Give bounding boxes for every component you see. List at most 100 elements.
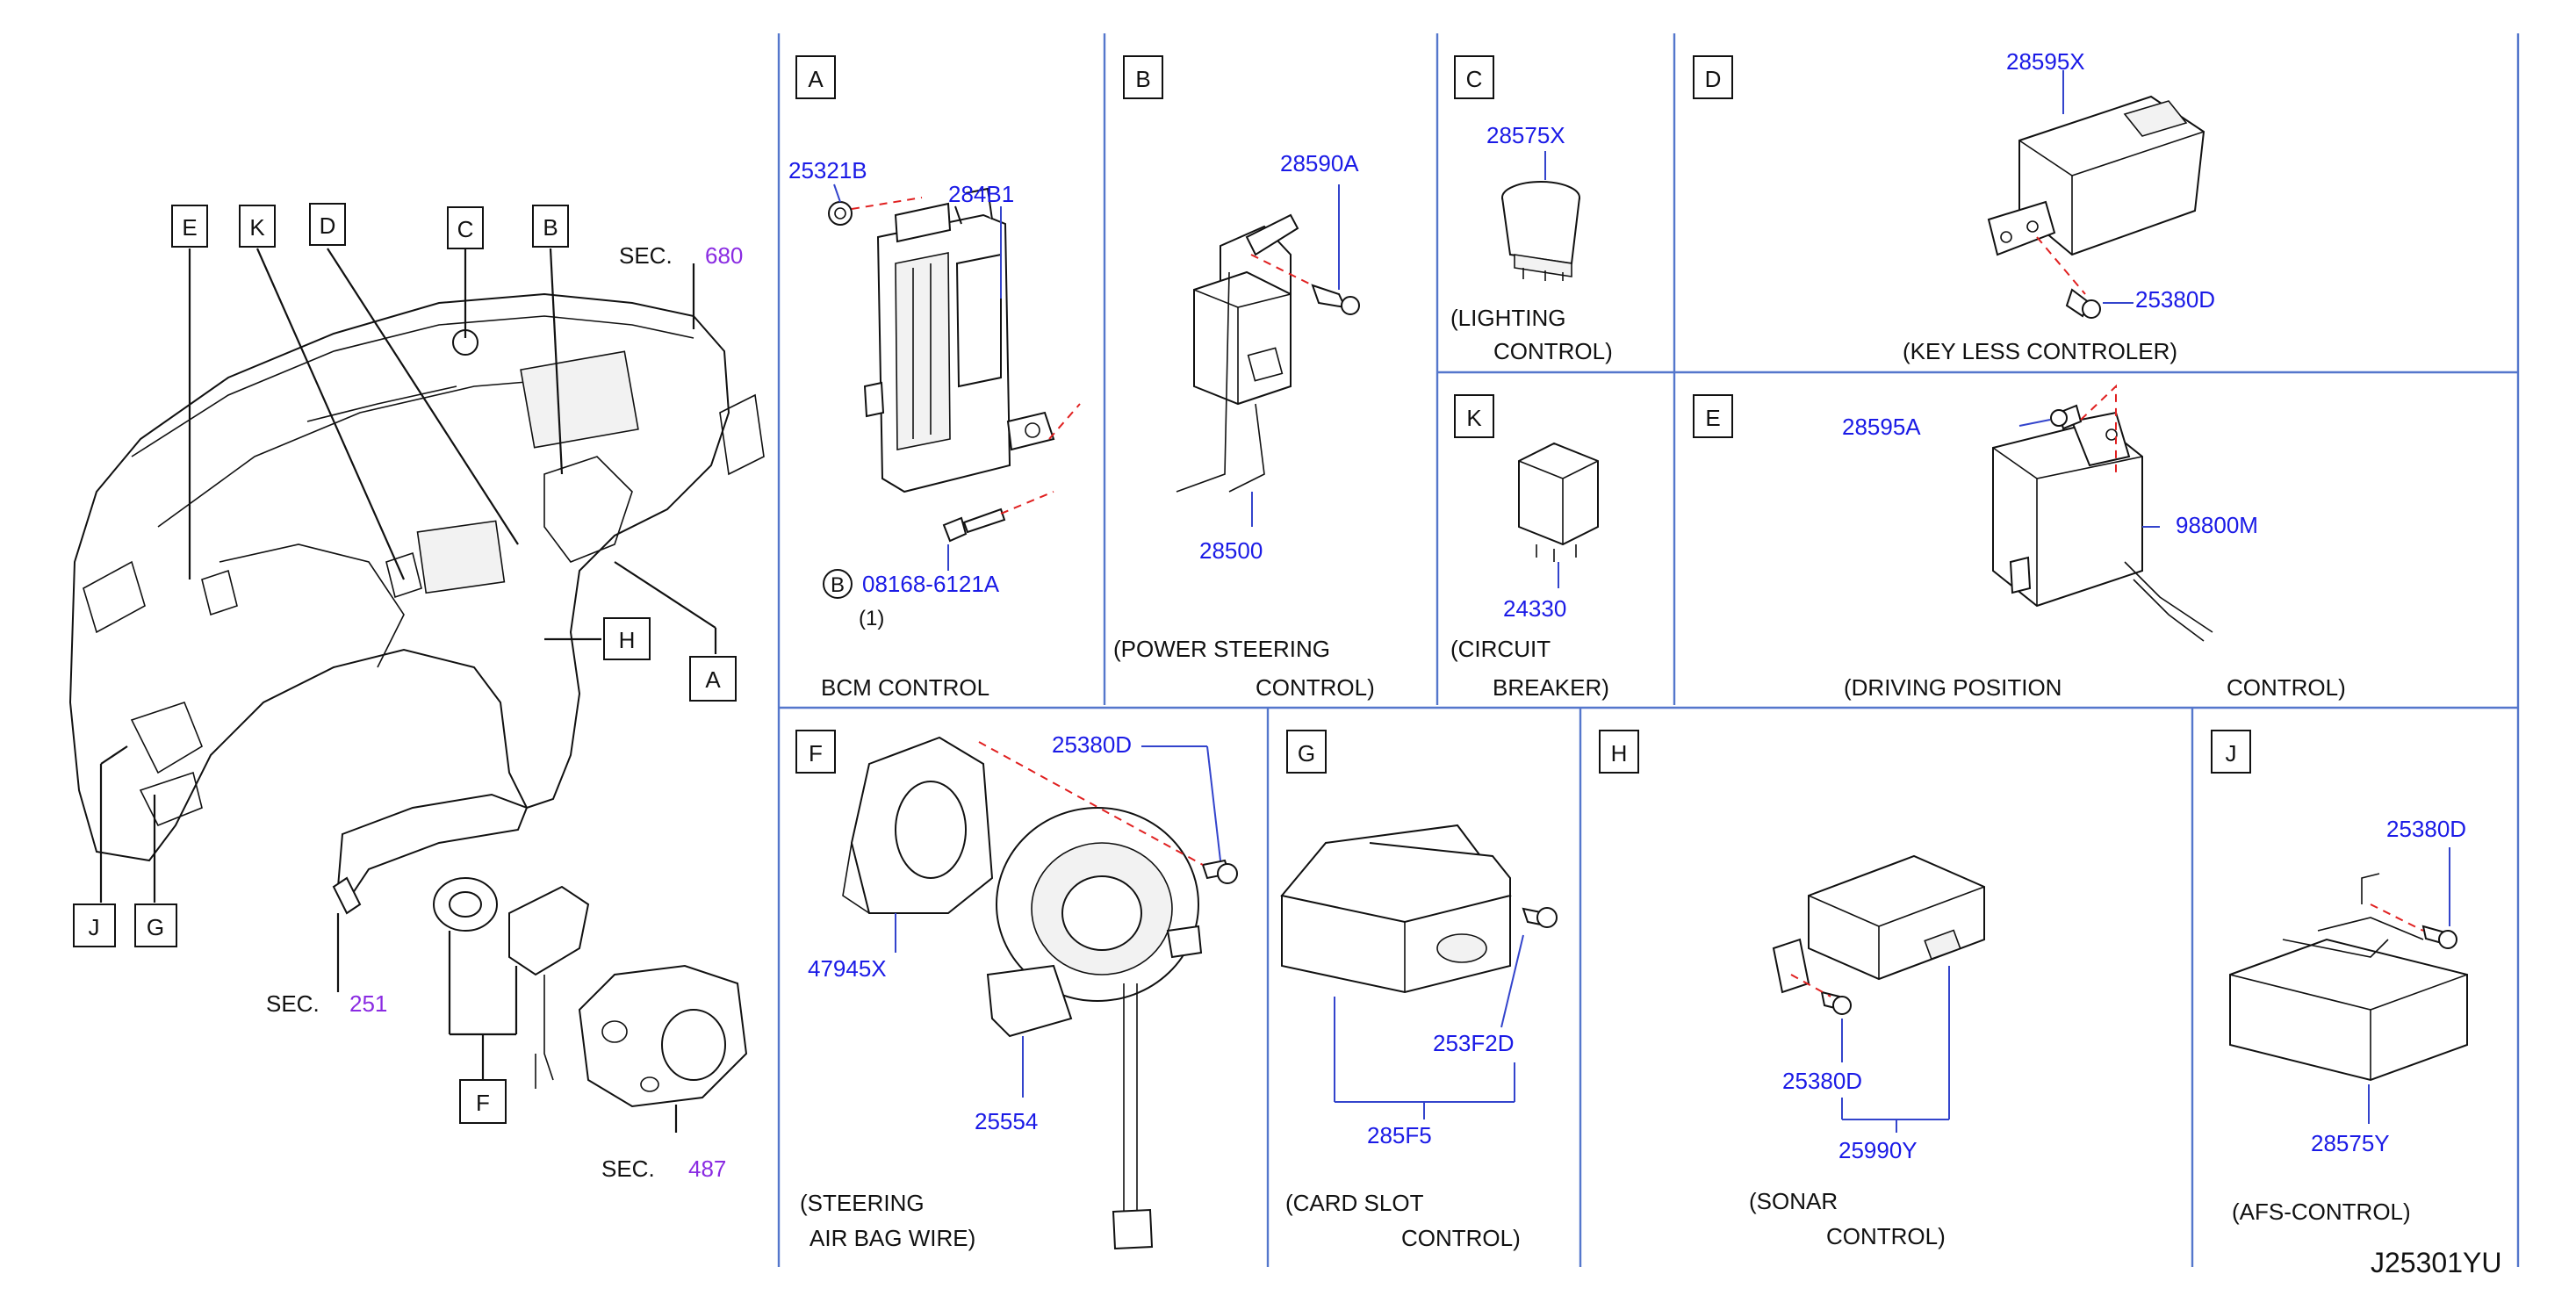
panel-letter-box-G	[1286, 730, 1327, 774]
bolt-callout-B: B	[831, 573, 845, 597]
callout-box-B	[532, 205, 569, 248]
panel-B: B 28590A 28500 (POWER STEERING CONTROL)	[1113, 55, 1375, 701]
panel-letter-H: H	[1611, 740, 1628, 767]
section-refs: SEC. 680 SEC. 251 SEC. 487	[266, 242, 743, 1182]
caption-C-line1: (LIGHTING	[1450, 305, 1565, 331]
callout-A: A	[705, 666, 721, 693]
part-25380D-F: 25380D	[1052, 731, 1132, 758]
part-25321B: 25321B	[788, 157, 867, 184]
caption-G-line1: (CARD SLOT	[1285, 1190, 1424, 1216]
panel-letter-B: B	[1135, 66, 1150, 92]
callout-K: K	[249, 214, 265, 241]
caption-K-line2: BREAKER)	[1493, 674, 1609, 701]
callout-box-K	[239, 205, 276, 248]
callout-box-D	[309, 203, 346, 246]
callout-box-G	[134, 903, 177, 947]
panel-grid	[777, 33, 2520, 1267]
part-qty: (1)	[859, 607, 884, 630]
panel-D: D 28595X 25380D (KEY LESS CONTROLER)	[1693, 48, 2215, 364]
panel-letter-box-C	[1454, 55, 1494, 99]
part-47945X: 47945X	[808, 955, 887, 982]
panel-letter-K: K	[1466, 405, 1482, 431]
callout-box-F	[459, 1079, 507, 1124]
panel-G: G 253F2D 285F5 (CARD SLOT CONTROL)	[1280, 730, 1558, 1251]
caption-H-line1: (SONAR	[1749, 1188, 1838, 1214]
callout-box-C	[447, 206, 484, 249]
part-28575Y: 28575Y	[2311, 1130, 2390, 1156]
panel-A: A 25321B 284B1 B 08168-6121A (1) BCM CON…	[788, 55, 1081, 701]
part-28500: 28500	[1199, 537, 1263, 564]
callout-box-J	[73, 903, 116, 947]
caption-E-line2: CONTROL)	[2227, 674, 2346, 701]
panel-letter-box-A	[795, 55, 836, 99]
panel-letter-box-J	[2211, 730, 2251, 774]
callout-C: C	[457, 216, 474, 242]
callout-box-A	[689, 656, 737, 702]
callout-box-E	[171, 205, 208, 248]
part-25554: 25554	[975, 1108, 1038, 1134]
panel-H: H 25380D 25990Y (SONAR CONTROL)	[1599, 730, 1985, 1249]
caption-C-line2: CONTROL)	[1493, 338, 1613, 364]
caption-J-line1: (AFS-CONTROL)	[2232, 1199, 2411, 1225]
panel-letter-D: D	[1705, 66, 1722, 92]
part-25380D-D: 25380D	[2135, 286, 2215, 313]
part-253F2D: 253F2D	[1433, 1030, 1515, 1056]
part-28595X: 28595X	[2006, 48, 2085, 75]
sec-number-680: 680	[705, 242, 743, 269]
sec-number-487: 487	[688, 1155, 726, 1182]
callout-E: E	[182, 214, 197, 241]
callout-F: F	[476, 1090, 490, 1116]
panel-F: F 25380D 47945X 25554 (STEERING AIR BAG …	[795, 730, 1238, 1251]
panel-C: C 28575X (LIGHTING CONTROL)	[1450, 55, 1613, 364]
panel-letter-E: E	[1705, 405, 1720, 431]
diagram-id: J25301YU	[2371, 1247, 2501, 1278]
part-25990Y: 25990Y	[1838, 1137, 1918, 1163]
caption-E-line1: (DRIVING POSITION	[1844, 674, 2062, 701]
bolt-callout-circle	[823, 569, 853, 599]
dashboard-overview	[68, 248, 765, 1133]
caption-B-line2: CONTROL)	[1256, 674, 1375, 701]
callout-B: B	[543, 214, 558, 241]
panel-letter-F: F	[809, 740, 823, 767]
sec-label-251: SEC.	[266, 990, 320, 1017]
caption-F-line2: AIR BAG WIRE)	[809, 1225, 975, 1251]
caption-G-line2: CONTROL)	[1401, 1225, 1521, 1251]
part-285F5: 285F5	[1367, 1122, 1432, 1148]
callout-box-H	[603, 617, 651, 660]
panel-letter-box-E	[1693, 394, 1733, 438]
caption-B-line1: (POWER STEERING	[1113, 636, 1330, 662]
part-25380D-J: 25380D	[2386, 816, 2466, 842]
panel-letter-J: J	[2226, 740, 2237, 767]
part-98800M: 98800M	[2176, 512, 2258, 538]
callout-D: D	[320, 212, 336, 239]
part-284B1: 284B1	[948, 181, 1014, 207]
part-25380D-H: 25380D	[1782, 1068, 1862, 1094]
caption-F-line1: (STEERING	[800, 1190, 925, 1216]
panel-J: J 25380D 28575Y (AFS-CONTROL)	[2211, 730, 2468, 1225]
panel-letter-C: C	[1466, 66, 1483, 92]
panel-letter-box-F	[795, 730, 836, 774]
caption-D-line1: (KEY LESS CONTROLER)	[1903, 338, 2177, 364]
panel-K: K 24330 (CIRCUIT BREAKER)	[1450, 394, 1609, 701]
sec-label-680: SEC.	[619, 242, 673, 269]
panel-letter-box-K	[1454, 394, 1494, 438]
panel-letter-A: A	[808, 66, 824, 92]
part-28575X: 28575X	[1486, 122, 1565, 148]
sec-number-251: 251	[349, 990, 387, 1017]
callout-J: J	[89, 914, 100, 940]
part-08168-6121A: 08168-6121A	[862, 571, 1000, 597]
callout-H: H	[619, 627, 636, 653]
caption-K-line1: (CIRCUIT	[1450, 636, 1551, 662]
panel-letter-box-B	[1123, 55, 1163, 99]
panel-letter-box-H	[1599, 730, 1639, 774]
overview-callouts: E K D C B H A J G F	[73, 203, 737, 1124]
callout-G: G	[147, 914, 164, 940]
caption-A-line1: BCM CONTROL	[821, 674, 989, 701]
part-28595A: 28595A	[1842, 414, 1921, 440]
sec-label-487: SEC.	[601, 1155, 655, 1182]
panel-letter-box-D	[1693, 55, 1733, 99]
panel-E: E 28595A 98800M (DRIVING POSITION CONTRO…	[1693, 384, 2346, 701]
part-24330: 24330	[1503, 595, 1566, 622]
panel-letter-G: G	[1298, 740, 1315, 767]
